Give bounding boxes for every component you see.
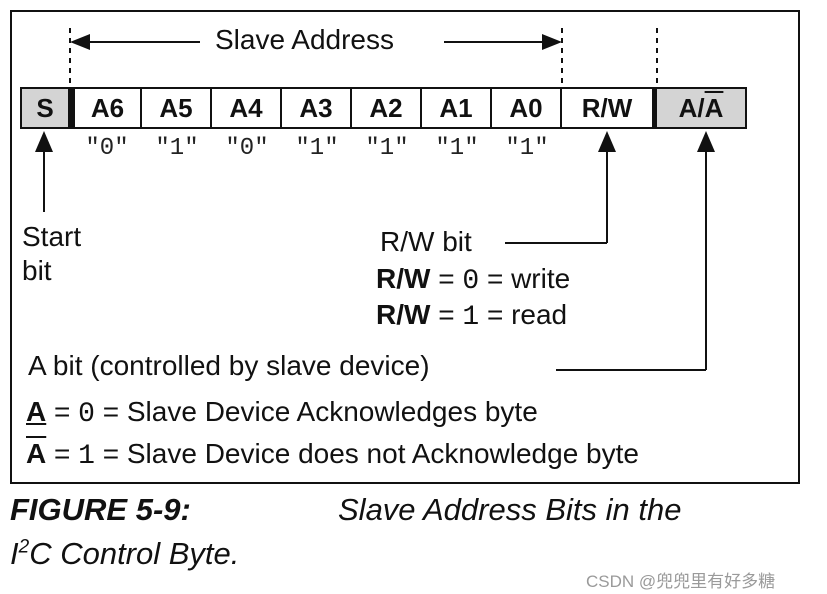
ack-bit-title: A bit (controlled by slave device) (28, 350, 430, 381)
bit-cell-label: S (36, 92, 54, 123)
ack-text: = Slave Device Acknowledges byte (94, 396, 538, 427)
equals: = (46, 438, 79, 469)
equals: = (430, 299, 463, 330)
rw-symbol: R/W (376, 263, 431, 294)
equals: = (430, 263, 463, 294)
bit-value-a0: "1" (505, 135, 549, 162)
start-bit-label: Start bit (22, 220, 81, 288)
start-bit-line1: Start (22, 221, 82, 252)
figure-title-line1: Slave Address Bits in the (338, 492, 682, 527)
bit-cell-ack: A/A (657, 87, 747, 129)
start-bit-line2: bit (22, 255, 52, 286)
bit-cell-a0: A0 (492, 87, 562, 129)
bit-value-a5: "1" (155, 135, 199, 162)
bit-cell-label: A5 (159, 92, 193, 123)
bit-cell-a4: A4 (212, 87, 282, 129)
ack-symbol: A (26, 396, 47, 427)
slave-address-arrow-left-head (70, 34, 90, 50)
figure-number: FIGURE 5-9: (10, 492, 191, 527)
ack-bit-arrow-head (697, 131, 715, 152)
bit-cell-a6: A6 (70, 87, 142, 129)
bit-cell-label: A1 (439, 92, 473, 123)
bit-cell-start: S (20, 87, 70, 129)
bit-value-a2: "1" (365, 135, 409, 162)
bit-cell-rw: R/W (562, 87, 657, 129)
ack-line: A = 0 = Slave Device Acknowledges byte (26, 396, 538, 430)
slave-address-arrow-right-head (542, 34, 562, 50)
watermark: CSDN @兜兜里有好多糖 (586, 572, 776, 591)
equals: = (46, 396, 79, 427)
i2c-superscript: 2 (18, 536, 30, 558)
rw-value-1: 1 (462, 302, 480, 333)
rw-symbol: R/W (376, 299, 431, 330)
rw-value-0: 0 (462, 266, 480, 297)
i2c-i: I (10, 536, 19, 571)
rw-write-text: = write (479, 263, 571, 294)
bit-cell-label: A0 (509, 92, 543, 123)
rw-bit-title: R/W bit (380, 226, 472, 257)
bit-cell-label: A2 (369, 92, 403, 123)
ack-value-0: 0 (78, 399, 95, 430)
start-bit-arrow-head (35, 131, 53, 152)
bit-cell-a3: A3 (282, 87, 352, 129)
figure-title-line2: I2C Control Byte. (10, 536, 239, 572)
bit-value-a3: "1" (295, 135, 339, 162)
nack-line: A = 1 = Slave Device does not Acknowledg… (26, 438, 639, 472)
rw-read-line: R/W = 1 = read (376, 299, 567, 333)
bit-cell-label: A6 (90, 92, 125, 123)
bit-value-a6: "0" (85, 135, 129, 162)
bit-cell-label: A4 (229, 92, 263, 123)
bit-value-a1: "1" (435, 135, 479, 162)
bit-cell-label: R/W (581, 92, 633, 123)
nack-value-1: 1 (78, 441, 95, 472)
ack-cell-label-left: A/ (678, 92, 705, 123)
nack-symbol: A (26, 438, 47, 469)
bit-cell-a2: A2 (352, 87, 422, 129)
rw-write-line: R/W = 0 = write (376, 263, 570, 297)
bit-cell-label: A3 (299, 92, 333, 123)
diagram-frame (10, 10, 800, 484)
nack-text: = Slave Device does not Acknowledge byte (94, 438, 639, 469)
bit-cell-a5: A5 (142, 87, 212, 129)
ack-cell-label-right: A (704, 92, 724, 123)
slave-address-label: Slave Address (215, 24, 394, 55)
rw-read-text: = read (479, 299, 568, 330)
bit-cell-a1: A1 (422, 87, 492, 129)
rw-bit-arrow-head (598, 131, 616, 152)
bit-value-a4: "0" (225, 135, 269, 162)
i2c-rest: C Control Byte. (29, 536, 240, 571)
